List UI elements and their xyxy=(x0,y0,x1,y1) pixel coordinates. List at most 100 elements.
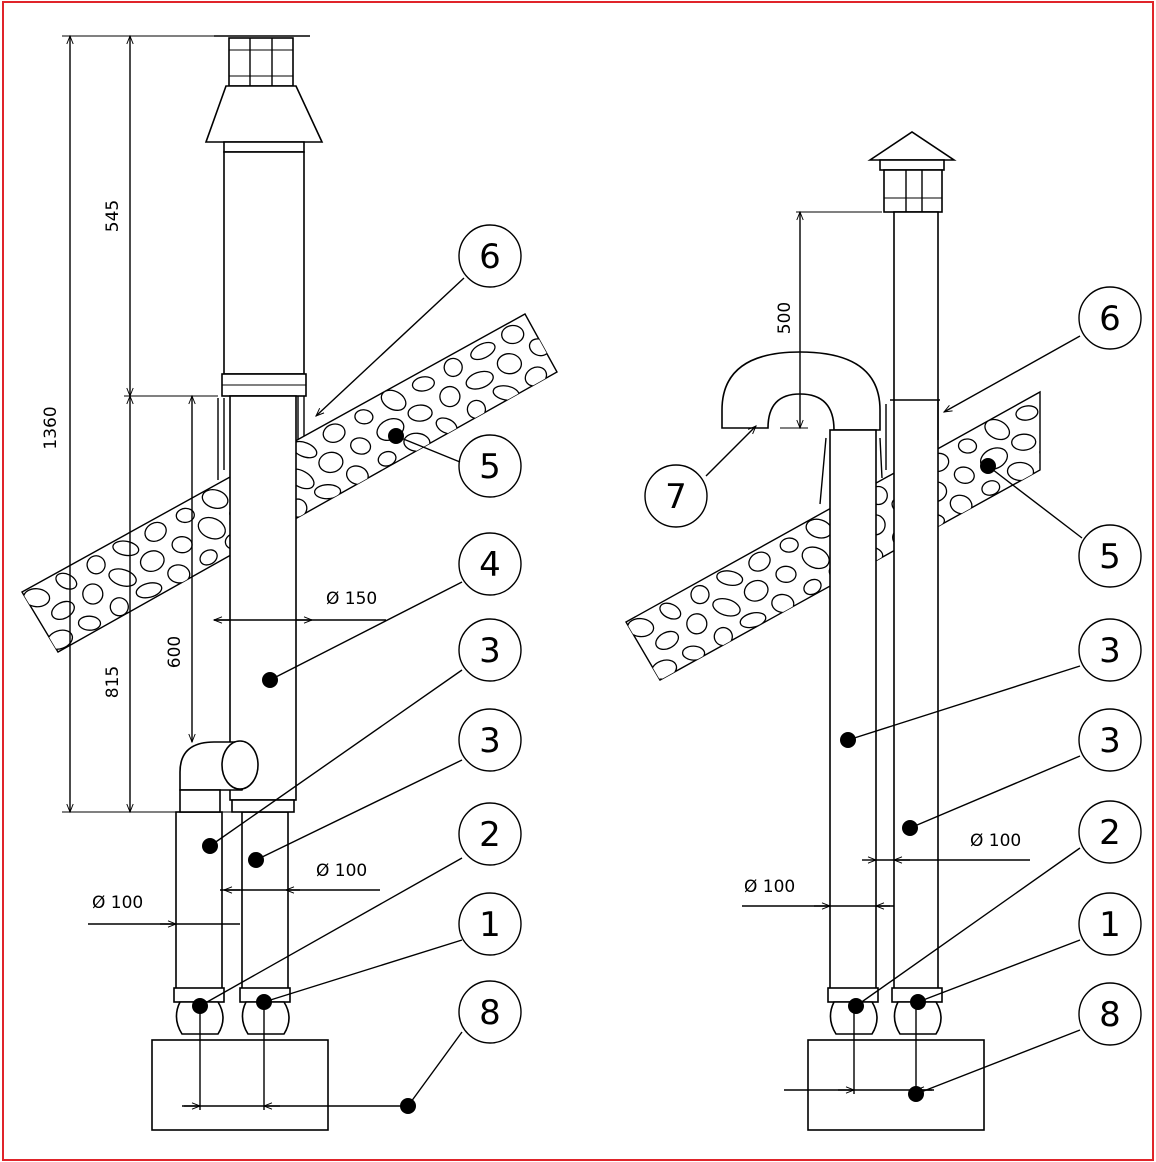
left-dimension-lines xyxy=(62,34,408,1110)
left-roof-flashing xyxy=(217,396,305,480)
roof-stone xyxy=(981,480,1001,496)
roof-stone xyxy=(318,451,344,474)
left-lower-pipe-b xyxy=(241,811,289,991)
right-dim-dia-100-left: Ø 100 xyxy=(744,877,795,897)
roof-stone xyxy=(1011,433,1037,451)
right-left-flashing xyxy=(819,437,883,505)
left-leader-lines xyxy=(199,277,465,1107)
roof-stone xyxy=(690,584,710,605)
right-dimension-lines xyxy=(742,210,1030,1094)
roof-stone xyxy=(201,488,229,510)
roof-stone xyxy=(144,521,167,543)
roof-stone xyxy=(801,546,830,570)
svg-text:2: 2 xyxy=(1099,813,1121,853)
roof-stone xyxy=(771,593,795,614)
left-upper-pipe xyxy=(223,151,305,375)
roof-stone xyxy=(345,465,369,486)
roof-stone xyxy=(377,450,397,467)
roof-stone xyxy=(779,537,799,553)
roof-stone xyxy=(407,404,433,422)
roof-stone xyxy=(197,516,226,540)
left-dim-dia-100-left: Ø 100 xyxy=(92,893,143,913)
roof-stone xyxy=(435,417,458,435)
svg-text:8: 8 xyxy=(479,993,501,1033)
left-dim-dia-150: Ø 150 xyxy=(326,589,377,609)
svg-text:1: 1 xyxy=(479,905,501,945)
svg-text:3: 3 xyxy=(1099,721,1121,761)
right-dim-offset: 500 xyxy=(775,302,795,334)
left-base-unit xyxy=(151,1039,329,1131)
roof-stone xyxy=(496,353,523,375)
roof-stone xyxy=(712,597,741,617)
left-callout-dots xyxy=(192,428,416,1114)
right-callout-bubble-2: 2 xyxy=(1078,800,1142,864)
left-callout-bubble-8: 8 xyxy=(458,980,522,1044)
roof-stone xyxy=(465,370,494,390)
roof-stone xyxy=(1015,405,1039,421)
svg-text:3: 3 xyxy=(1099,631,1121,671)
left-dim-total: 1360 xyxy=(41,406,61,449)
left-callout-bubble-3a: 3 xyxy=(458,618,522,682)
right-left-pipe xyxy=(829,429,877,991)
roof-stone xyxy=(167,564,191,584)
roof-stone xyxy=(659,602,682,620)
roof-stone xyxy=(108,568,137,587)
svg-text:2: 2 xyxy=(479,815,501,855)
roof-stone xyxy=(953,466,975,484)
roof-stone xyxy=(171,536,193,554)
left-callout-bubble-5: 5 xyxy=(458,434,522,498)
roof-stone xyxy=(55,572,78,590)
roof-stone xyxy=(1006,461,1035,482)
roof-stone xyxy=(466,399,487,420)
right-base-unit xyxy=(807,1039,985,1131)
roof-stone xyxy=(139,550,165,573)
svg-text:8: 8 xyxy=(1099,995,1121,1035)
svg-text:6: 6 xyxy=(479,237,501,277)
roof-stone xyxy=(199,549,218,566)
right-callout-bubble-8: 8 xyxy=(1078,982,1142,1046)
roof-stone xyxy=(86,555,106,575)
left-callout-bubble-1: 1 xyxy=(458,892,522,956)
roof-stone xyxy=(1041,413,1066,438)
roof-stone xyxy=(803,578,822,596)
right-callout-bubble-3a: 3 xyxy=(1078,618,1142,682)
roof-stone xyxy=(109,597,129,617)
roof-stone xyxy=(984,418,1011,441)
roof-stone xyxy=(716,570,744,587)
roof-stone xyxy=(655,630,680,651)
left-callout-bubble-4: 4 xyxy=(458,532,522,596)
roof-stone xyxy=(350,437,372,455)
right-callout-bubble-6: 6 xyxy=(1078,286,1142,350)
svg-text:5: 5 xyxy=(479,447,501,487)
roof-stone xyxy=(626,617,655,638)
roof-stone xyxy=(524,366,548,387)
roof-stone xyxy=(439,385,461,408)
left-callout-bubble-2: 2 xyxy=(458,802,522,866)
roof-stone xyxy=(82,583,104,605)
roof-stone xyxy=(957,438,978,454)
roof-stone xyxy=(492,385,520,401)
roof-stone xyxy=(313,484,342,500)
roof-stone xyxy=(713,626,733,647)
right-dim-dia-100-right: Ø 100 xyxy=(970,831,1021,851)
svg-text:3: 3 xyxy=(479,631,501,671)
roof-stone xyxy=(681,645,706,661)
right-u-hood xyxy=(721,351,881,431)
right-tall-flashing xyxy=(885,399,940,470)
roof-stone xyxy=(1039,446,1040,464)
svg-text:4: 4 xyxy=(479,545,501,585)
roof-stone xyxy=(775,565,797,583)
right-callout-bubble-7: 7 xyxy=(644,464,708,528)
roof-stone xyxy=(322,423,346,444)
right-callout-bubble-3b: 3 xyxy=(1078,708,1142,772)
roof-stone xyxy=(135,582,163,599)
left-view: 1360 545 815 600 Ø 150 Ø 100 Ø 100 xyxy=(21,34,558,1131)
left-main-pipe xyxy=(229,395,297,801)
right-leader-lines xyxy=(705,335,1083,1095)
left-top-cap xyxy=(204,35,324,153)
left-dim-inner: 600 xyxy=(165,636,185,668)
roof-stone xyxy=(501,324,525,345)
roof-stone xyxy=(411,376,435,392)
